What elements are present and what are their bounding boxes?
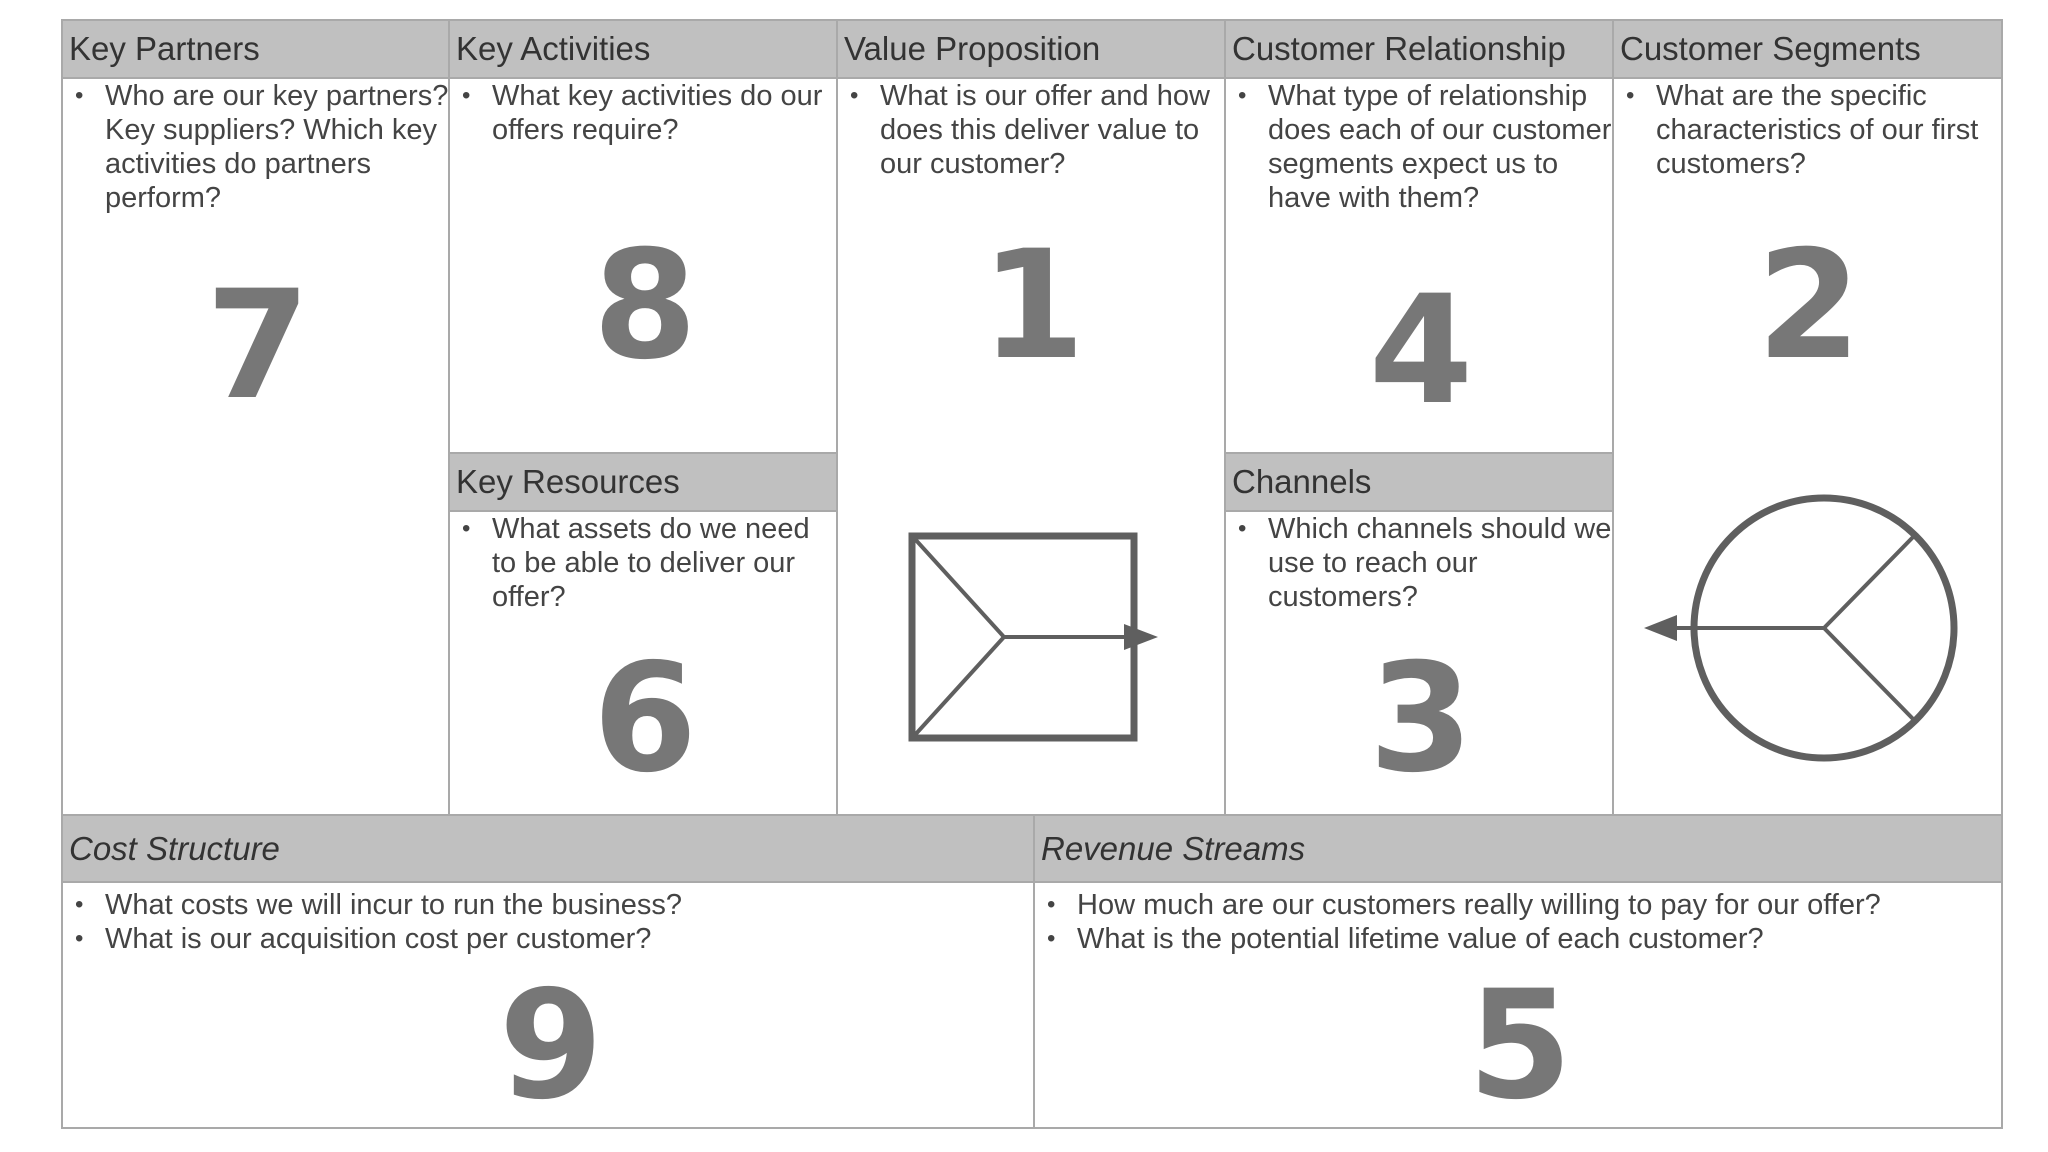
envelope-arrow-icon [908,532,1158,742]
cost-structure-number: 9 [498,959,604,1133]
value-proposition-question: What is our offer and how does this deli… [843,79,1228,181]
key-activities-questions: What key activities do our offers requir… [455,79,840,147]
channels-block: Channels Which channels should we use to… [1224,452,1614,816]
customer-segments-block: Customer Segments What are the specific … [1612,19,2003,816]
pie-circle-arrow-icon [1644,494,1958,762]
key-resources-number: 6 [592,632,698,806]
revenue-streams-block: Revenue Streams How much are our custome… [1033,814,2003,1129]
cost-structure-question: What costs we will incur to run the busi… [68,888,1028,922]
key-activities-number: 8 [592,219,698,393]
value-proposition-block: Value Proposition What is our offer and … [836,19,1226,816]
key-resources-questions: What assets do we need to be able to del… [455,512,840,614]
customer-relationship-questions: What type of relationship does each of o… [1231,79,1616,215]
cost-structure-questions: What costs we will incur to run the busi… [68,888,1028,956]
customer-segments-title: Customer Segments [1614,21,2001,79]
revenue-streams-question: What is the potential lifetime value of … [1040,922,2000,956]
revenue-streams-number: 5 [1467,959,1573,1133]
key-resources-title: Key Resources [450,454,836,512]
value-proposition-number: 1 [980,219,1086,393]
channels-questions: Which channels should we use to reach ou… [1231,512,1616,614]
customer-relationship-block: Customer Relationship What type of relat… [1224,19,1614,454]
channels-question: Which channels should we use to reach ou… [1231,512,1616,614]
value-proposition-questions: What is our offer and how does this deli… [843,79,1228,181]
cost-structure-block: Cost Structure What costs we will incur … [61,814,1035,1129]
revenue-streams-title: Revenue Streams [1035,816,2001,883]
cost-structure-question: What is our acquisition cost per custome… [68,922,1028,956]
key-activities-question: What key activities do our offers requir… [455,79,840,147]
key-resources-block: Key Resources What assets do we need to … [448,452,838,816]
customer-segments-question: What are the specific characteristics of… [1619,79,2005,181]
value-proposition-title: Value Proposition [838,21,1224,79]
key-partners-question: Who are our key partners? Key suppliers?… [68,79,453,215]
key-partners-block: Key Partners Who are our key partners? K… [61,19,450,816]
customer-segments-number: 2 [1756,219,1862,393]
cost-structure-title: Cost Structure [63,816,1033,883]
revenue-streams-questions: How much are our customers really willin… [1040,888,2000,956]
customer-relationship-question: What type of relationship does each of o… [1231,79,1616,215]
key-activities-title: Key Activities [450,21,836,79]
customer-relationship-title: Customer Relationship [1226,21,1612,79]
key-partners-title: Key Partners [63,21,448,79]
key-partners-questions: Who are our key partners? Key suppliers?… [68,79,453,215]
revenue-streams-question: How much are our customers really willin… [1040,888,2000,922]
customer-segments-questions: What are the specific characteristics of… [1619,79,2005,181]
channels-number: 3 [1368,632,1474,806]
channels-title: Channels [1226,454,1612,512]
key-partners-number: 7 [205,259,311,433]
key-resources-question: What assets do we need to be able to del… [455,512,840,614]
customer-relationship-number: 4 [1368,264,1474,438]
key-activities-block: Key Activities What key activities do ou… [448,19,838,454]
